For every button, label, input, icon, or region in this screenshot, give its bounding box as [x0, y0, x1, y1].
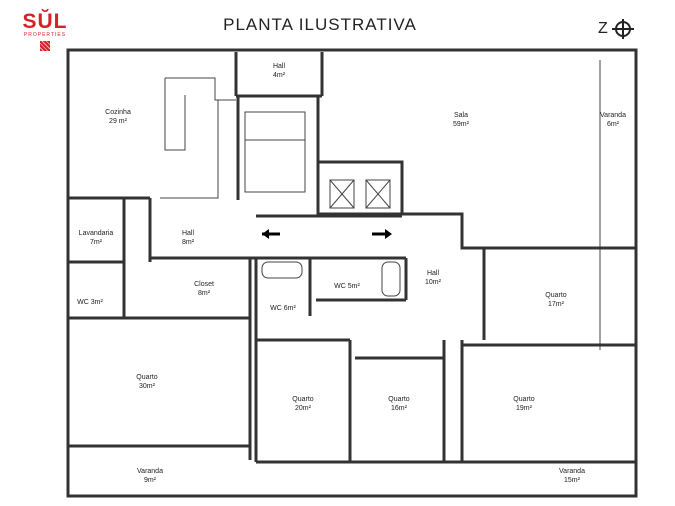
qr-code-icon [40, 41, 50, 51]
room-wc-5: WC 5m² [334, 283, 360, 290]
room-wc-3: WC 3m² [77, 299, 103, 306]
compass: Z [598, 18, 634, 40]
logo-brand: SŬL [22, 10, 68, 33]
compass-letter: Z [598, 20, 608, 37]
north-arrow-icon [611, 19, 634, 39]
room-wc-6: WC 6m² [270, 305, 296, 312]
logo: SŬL PROPERTIES [20, 10, 70, 52]
page-title: PLANTA ILUSTRATIVA [223, 15, 417, 34]
logo-sub: PROPERTIES [23, 32, 67, 38]
walls [66, 48, 638, 498]
